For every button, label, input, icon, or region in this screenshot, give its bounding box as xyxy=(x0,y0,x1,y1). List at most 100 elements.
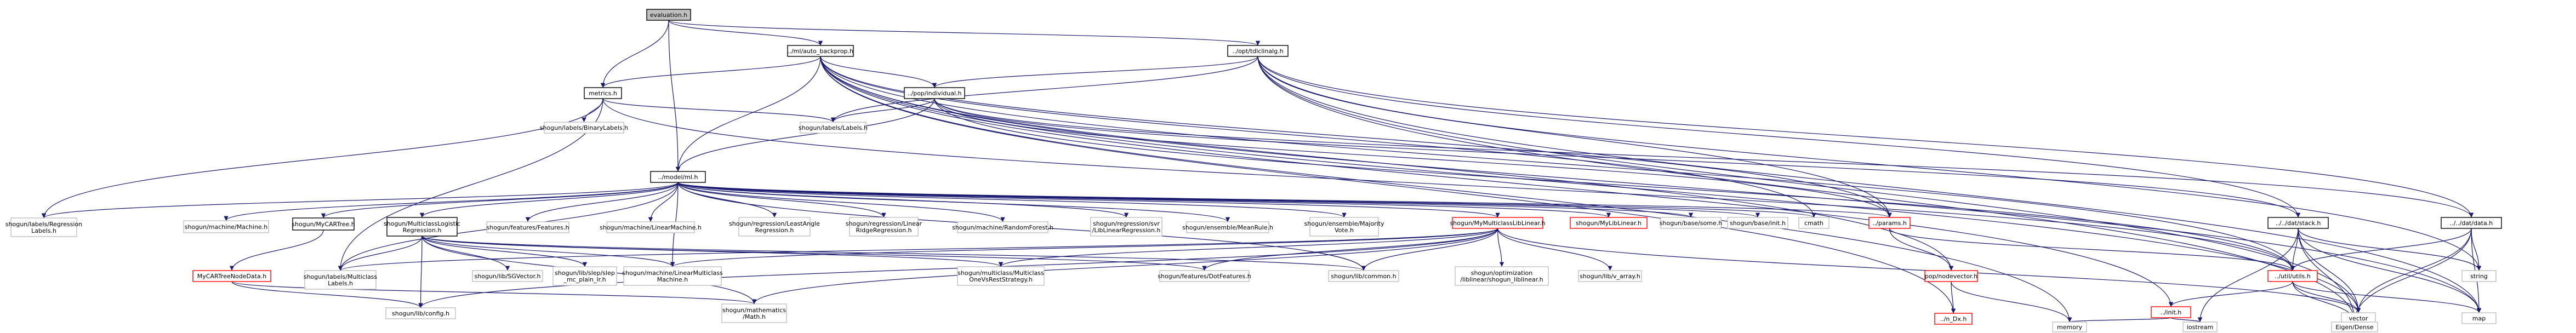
node-box xyxy=(849,217,919,237)
node-box xyxy=(957,266,1045,286)
node-label: shogun/base/init.h xyxy=(1730,220,1786,227)
node-linear-machine: shogun/machine/LinearMachine.h xyxy=(600,221,702,233)
edge-nfs-linalg-to-vector xyxy=(1257,56,2361,313)
node-label: string xyxy=(2470,273,2488,280)
edge-multiclass-logistic-to-lib-config xyxy=(418,236,423,308)
node-box xyxy=(183,220,269,233)
node-label: shogun/labels/Regression xyxy=(5,221,82,228)
node-label: Regression.h xyxy=(403,227,442,234)
edge-mycartree-node-to-math xyxy=(231,281,756,305)
node-box xyxy=(1660,217,1722,229)
node-ml-auto-backprop[interactable]: ../ml/auto_backprop.h xyxy=(787,45,854,57)
node-label: shogun/lib/SGVector.h xyxy=(475,273,541,280)
node-label: _mc_plain_lr.h xyxy=(563,276,606,283)
node-features: shogun/features/Features.h xyxy=(486,221,569,233)
node-box xyxy=(472,270,543,282)
node-box xyxy=(2461,312,2497,324)
edge-nfs-linalg-to-data xyxy=(1257,56,2474,218)
node-label: ../pop/individual.h xyxy=(908,90,962,97)
node-labels: shogun/labels/Labels.h xyxy=(799,122,868,134)
node-label: shogun/ensemble/MeanRule.h xyxy=(1182,224,1273,231)
node-label: shogun/MulticlassLogistic xyxy=(384,220,460,227)
edge-params-to-nodevector xyxy=(1889,228,1954,271)
edge-utils-to-init xyxy=(2168,281,2293,307)
node-nodevector[interactable]: pop/nodevector.h xyxy=(1924,270,1978,282)
edge-model-to-random-forest xyxy=(677,182,1005,222)
node-individual[interactable]: ../pop/individual.h xyxy=(904,87,965,99)
node-mycartree[interactable]: shogun/MyCARTree.h xyxy=(292,217,355,231)
edge-model-to-machine xyxy=(224,182,679,221)
node-utils[interactable]: ../util/utils.h xyxy=(2267,270,2318,282)
edge-init-to-memory xyxy=(2067,317,2172,323)
edge-nodevector-to-n-dx xyxy=(1951,281,1956,314)
edge-multiclass-logistic-to-slep-mc-plain xyxy=(421,236,588,267)
node-box xyxy=(1090,217,1162,237)
edge-ml-auto-backprop-to-n-dx xyxy=(820,56,1956,314)
node-label: shogun/regression/LeastAngle xyxy=(729,220,820,227)
node-math: shogun/mathematics/Math.h xyxy=(721,303,787,323)
node-label: /Math.h xyxy=(743,313,766,320)
node-label: Machine.h xyxy=(657,276,688,283)
node-label: iostream xyxy=(2187,324,2213,331)
node-label: shogun/MyMulticlassLibLinear.h xyxy=(1450,220,1545,227)
node-label: ../ml/auto_backprop.h xyxy=(788,48,853,55)
edge-model-to-majority-vote xyxy=(677,182,1347,218)
edge-individual-to-utils xyxy=(934,98,2295,271)
node-label: Eigen/Dense xyxy=(2335,324,2373,331)
node-lib-common: shogun/lib/common.h xyxy=(1328,270,1399,282)
node-my-liblinear[interactable]: shogun/MyLibLinear.h xyxy=(1570,217,1648,229)
node-label: shogun/MyLibLinear.h xyxy=(1576,220,1642,227)
node-linear-ridge: shogun/regression/LinearRidgeRegression.… xyxy=(846,217,922,237)
edge-model-to-mycartree xyxy=(321,182,679,219)
node-model[interactable]: ../model/ml.h xyxy=(650,171,706,183)
edge-ml-auto-backprop-to-model xyxy=(675,56,821,172)
node-my-mc-liblinear[interactable]: shogun/MyMulticlassLibLinear.h xyxy=(1450,217,1546,229)
node-nfs-linalg[interactable]: ../opt/tdlclinalg.h xyxy=(1227,45,1289,57)
node-label: Labels.h xyxy=(31,227,56,234)
node-metrics[interactable]: metrics.h xyxy=(584,87,622,99)
edge-multiclass-logistic-to-dot-features xyxy=(421,236,1207,271)
node-n-dx[interactable]: ../n_Dx.h xyxy=(1934,313,1973,325)
node-evaluation[interactable]: evaluation.h xyxy=(646,9,691,21)
node-svr-liblinear: shogun/regression/svr/LibLinearRegressio… xyxy=(1090,217,1162,237)
node-label: shogun/base/some.h xyxy=(1660,220,1722,227)
node-stack[interactable]: ../../dat/stack.h xyxy=(2267,217,2329,229)
edge-individual-to-labels xyxy=(830,98,935,123)
edge-my-mc-liblinear-to-dyn-array xyxy=(1497,228,1612,271)
node-one-vs-rest: shogun/multiclass/MulticlassOneVsRestStr… xyxy=(957,266,1045,286)
node-label: shogun/lib/v_array.h xyxy=(1580,273,1640,280)
node-box xyxy=(292,217,355,231)
edge-individual-to-params xyxy=(934,98,1892,218)
nodes: evaluation.h ../ml/auto_backprop.h ../opt/… xyxy=(5,9,2502,332)
node-box xyxy=(1328,270,1399,282)
node-label: /liblinear/shogun_liblinear.h xyxy=(1460,276,1543,283)
edge-my-mc-liblinear-to-lib-common xyxy=(1361,228,1498,271)
edge-multiclass-logistic-to-linear-multiclass xyxy=(421,236,675,267)
node-box xyxy=(650,171,706,183)
node-memory: memory xyxy=(2052,321,2087,332)
node-data[interactable]: ../../dat/data.h xyxy=(2441,217,2502,229)
edges xyxy=(41,20,2482,323)
edge-evaluation-to-ml-auto-backprop xyxy=(668,20,823,46)
edge-multiclass-logistic-to-sgvector xyxy=(421,236,510,271)
node-lib-config: shogun/lib/config.h xyxy=(385,307,456,319)
edge-ml-auto-backprop-to-memory xyxy=(820,56,2072,323)
node-params[interactable]: ../params.h xyxy=(1868,217,1911,229)
node-label: evaluation.h xyxy=(650,12,687,19)
node-label: ../params.h xyxy=(1872,220,1907,227)
node-mycartree-node[interactable]: MyCARTreeNodeData.h xyxy=(192,270,271,282)
node-map: map xyxy=(2461,312,2497,324)
node-box xyxy=(646,9,691,21)
node-init[interactable]: ../init.h xyxy=(2151,306,2191,318)
edge-metrics-to-labels xyxy=(602,98,836,123)
node-vector: vector xyxy=(2341,312,2376,324)
node-label: shogun/labels/Labels.h xyxy=(799,124,868,131)
edge-evaluation-to-metrics xyxy=(600,20,669,88)
edge-metrics-to-binary-labels xyxy=(582,98,603,123)
node-label: shogun/machine/LinearMulticlass xyxy=(622,269,723,277)
